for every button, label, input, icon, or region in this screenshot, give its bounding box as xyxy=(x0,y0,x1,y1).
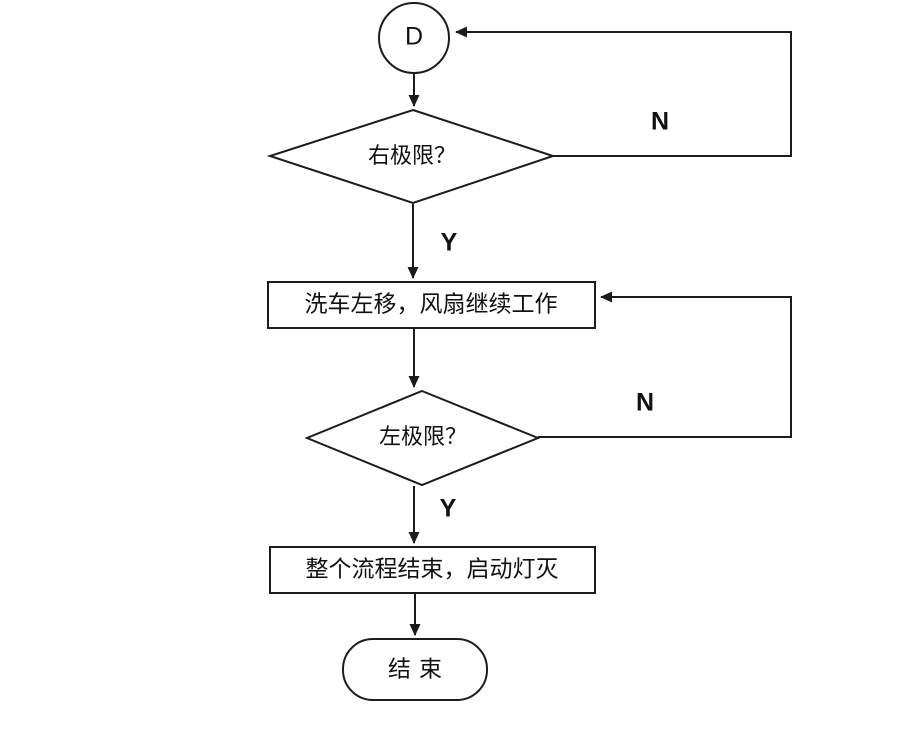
connector-d-label: D xyxy=(404,22,424,51)
edge-decision1-no-loop xyxy=(455,26,792,157)
connector-circle xyxy=(378,2,450,74)
decision-left-limit-label: 左极限？ xyxy=(378,424,468,449)
terminator-end-label: 结束 xyxy=(387,656,451,682)
process-finish-label: 整个流程结束，启动灯灭 xyxy=(305,556,559,582)
edge-label-no-1: N xyxy=(650,107,670,136)
decision-right-limit-label: 右极限？ xyxy=(367,143,457,168)
process-move-left-label: 洗车左移，风扇继续工作 xyxy=(304,291,558,317)
edge-label-yes-1: Y xyxy=(440,228,458,257)
terminator-end-shape xyxy=(342,638,488,701)
process-move-left-shape xyxy=(267,281,596,329)
decision-right-limit-shape xyxy=(266,108,557,205)
decision-left-limit-shape xyxy=(304,389,541,487)
edge-decision2-no-loop xyxy=(538,291,792,438)
edge-label-no-2: N xyxy=(635,388,655,417)
edge-label-yes-2: Y xyxy=(439,494,457,523)
process-finish-shape xyxy=(269,546,596,594)
